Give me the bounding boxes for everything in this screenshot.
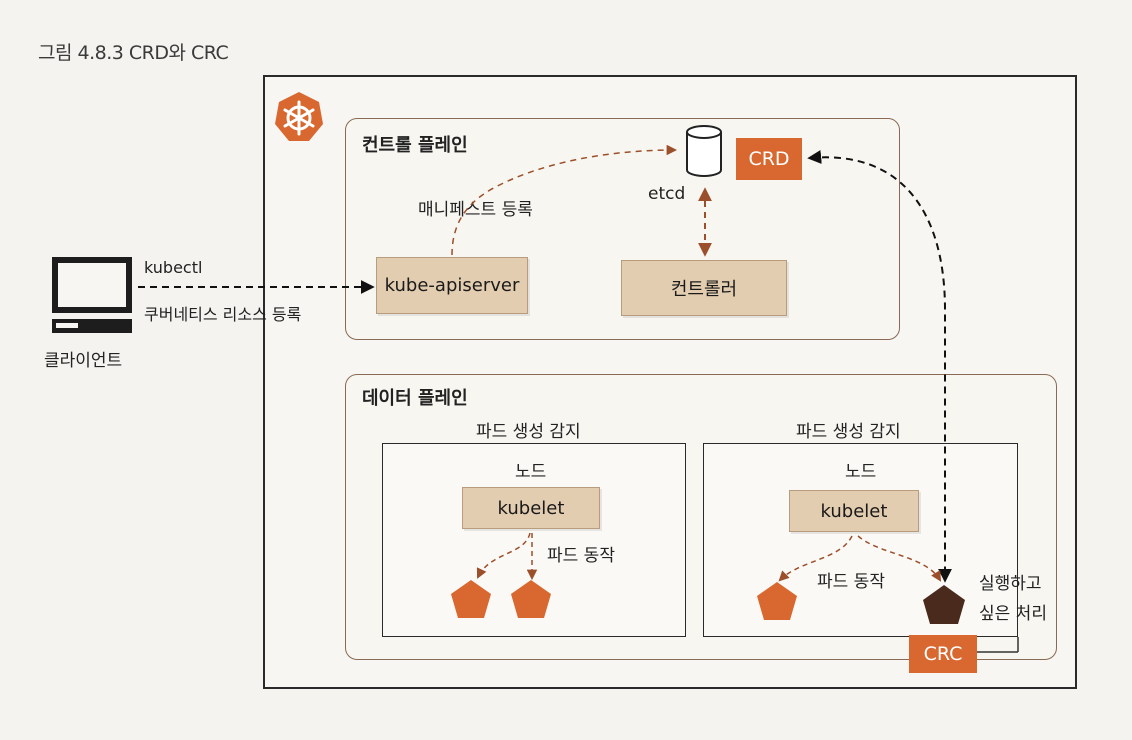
custom-process-label-line1: 실행하고 xyxy=(979,574,1042,594)
node1-watch-label: 파드 생성 감지 xyxy=(476,422,581,442)
node1-pod-arrow-1 xyxy=(476,532,531,579)
node1-label: 노드 xyxy=(515,462,547,482)
controller-box: 컨트롤러 xyxy=(621,260,787,316)
kubernetes-logo-icon xyxy=(275,92,323,141)
etcd-database-icon xyxy=(686,125,722,177)
figure-caption: 그림 4.8.3 CRD와 CRC xyxy=(38,42,229,64)
crc-pod-icon xyxy=(923,585,965,624)
crd-to-crc-pod-arrow xyxy=(807,150,952,583)
node2-pod-icon-1 xyxy=(757,582,797,620)
apiserver-to-etcd-arrow xyxy=(451,144,678,256)
custom-process-label-line2: 싶은 처리 xyxy=(979,604,1047,624)
node2-pod-arrow-2 xyxy=(857,535,942,582)
kube-apiserver-box: kube-apiserver xyxy=(376,257,528,314)
crc-box: CRC xyxy=(909,635,977,673)
etcd-label: etcd xyxy=(648,184,686,204)
control-plane-title: 컨트롤 플레인 xyxy=(362,135,468,156)
node1-pod-icon-1 xyxy=(451,580,491,618)
crd-box: CRD xyxy=(736,138,802,180)
register-resource-label: 쿠버네티스 리소스 등록 xyxy=(144,305,302,324)
data-plane-title: 데이터 플레인 xyxy=(362,388,468,409)
node1-kubelet-box: kubelet xyxy=(462,487,600,529)
node2-pod-arrow-1 xyxy=(778,535,853,582)
manifest-register-label: 매니페스트 등록 xyxy=(418,200,533,220)
client-computer-icon xyxy=(52,257,132,333)
kubectl-label: kubectl xyxy=(144,258,203,277)
client-label: 클라이언트 xyxy=(44,351,123,371)
node1-pod-icon-2 xyxy=(511,580,551,618)
node1-pod-action-label: 파드 동작 xyxy=(547,546,615,566)
